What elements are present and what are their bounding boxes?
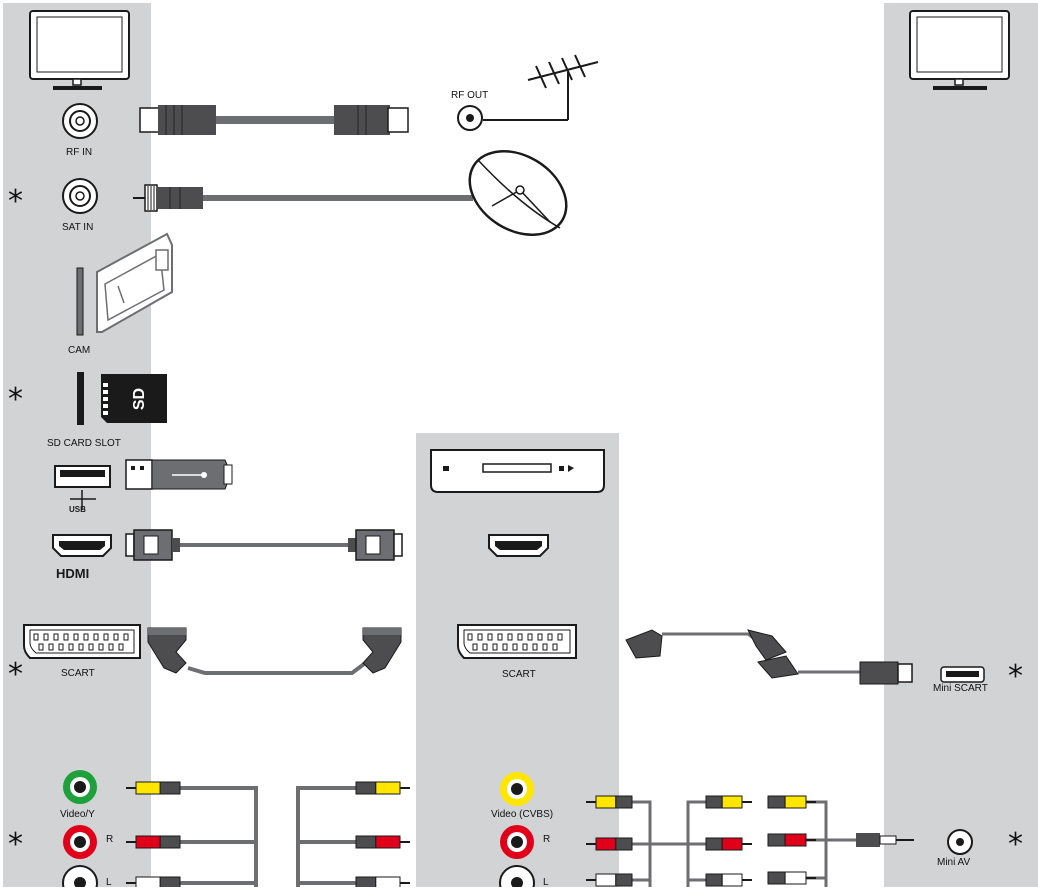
asterisk-av: * [8, 827, 23, 862]
hdmi-port-icon-device [488, 534, 549, 557]
usb-stick-icon [125, 459, 233, 490]
usb-logo-text: USB [69, 505, 86, 514]
rf-out-label: RF OUT [451, 90, 489, 101]
scart-label-tv: SCART [61, 668, 95, 679]
f-connector-cable-icon [133, 184, 473, 212]
asterisk-mini-scart: * [1008, 659, 1023, 694]
rf-in-socket-icon [62, 103, 98, 139]
rca-plug-icon [586, 837, 633, 851]
tv-icon-right [909, 10, 1010, 90]
mini-av-label: Mini AV [937, 857, 971, 868]
rca-plug-icon [355, 835, 410, 849]
rca-plug-icon [705, 795, 752, 809]
set-top-box-icon [430, 449, 605, 493]
asterisk-mini-av: * [1008, 827, 1023, 862]
sd-badge-text: SD [131, 388, 148, 410]
audio-r-label-device: R [543, 834, 551, 845]
scart-cable-icon [147, 627, 402, 675]
audio-l-socket-icon-tv [62, 865, 98, 887]
rca-plug-icon [767, 871, 816, 885]
rca-plug-icon [126, 781, 181, 795]
asterisk-sat-in: * [8, 184, 23, 219]
audio-l-label-tv: L [106, 877, 112, 888]
video-cvbs-socket-icon [500, 772, 534, 806]
usb-port-icon: USB [54, 465, 111, 514]
asterisk-scart: * [8, 657, 23, 692]
asterisk-sd-card: * [8, 382, 23, 417]
rca-cable-set-device-icon [586, 795, 914, 887]
rf-out-socket-icon [457, 105, 483, 131]
mini-scart-port-icon [940, 666, 985, 683]
rca-plug-icon [705, 837, 752, 851]
hdmi-port-icon-tv: HDMI [52, 534, 112, 581]
cam-slot-icon [76, 267, 84, 336]
device-panel-center [416, 433, 619, 887]
mini-av-socket-icon [947, 829, 973, 855]
satellite-dish-icon [468, 149, 568, 237]
scart-port-icon-device [457, 624, 577, 659]
rca-plug-icon [126, 876, 181, 887]
sat-in-socket-icon [62, 178, 98, 214]
audio-r-socket-icon-tv [63, 825, 97, 859]
cam-module-icon [96, 232, 173, 333]
mini-scart-label: Mini SCART [933, 683, 988, 694]
rf-coax-cable-icon [139, 105, 409, 135]
hdmi-logo-text: HDMI [56, 566, 89, 581]
scart-port-icon-tv [23, 624, 141, 659]
audio-l-socket-icon-device [499, 865, 535, 887]
tv-panel-left [3, 3, 151, 887]
sd-slot-icon [77, 372, 84, 425]
sat-in-label: SAT IN [62, 222, 94, 233]
audio-l-label-device: L [543, 877, 549, 888]
scart-label-device: SCART [502, 669, 536, 680]
video-cvbs-label: Video (CVBS) [491, 809, 554, 820]
rca-plug-icon [586, 873, 633, 887]
audio-r-socket-icon-device [500, 825, 534, 859]
scart-to-mini-scart-cable-icon [625, 629, 913, 685]
hdmi-cable-icon [125, 529, 403, 561]
audio-r-label-tv: R [106, 834, 114, 845]
tv-panel-right [884, 3, 1038, 887]
sd-card-slot-label: SD CARD SLOT [47, 438, 121, 449]
video-y-socket-icon [63, 770, 97, 804]
tv-icon-left [29, 10, 130, 90]
rca-plug-icon [355, 876, 410, 887]
cam-label: CAM [68, 345, 91, 356]
antenna-icon [483, 54, 599, 121]
rca-plug-icon [126, 835, 181, 849]
rca-plug-icon [767, 833, 816, 847]
rca-plug-icon [767, 795, 816, 809]
rf-in-label: RF IN [66, 147, 93, 158]
video-y-label: Video/Y [60, 809, 95, 820]
rca-plug-icon [705, 873, 752, 887]
rca-plug-icon [355, 781, 410, 795]
sd-card-icon: SD [101, 374, 167, 423]
rca-plug-icon [586, 795, 633, 809]
rca-cable-set-tv-icon [126, 781, 410, 887]
